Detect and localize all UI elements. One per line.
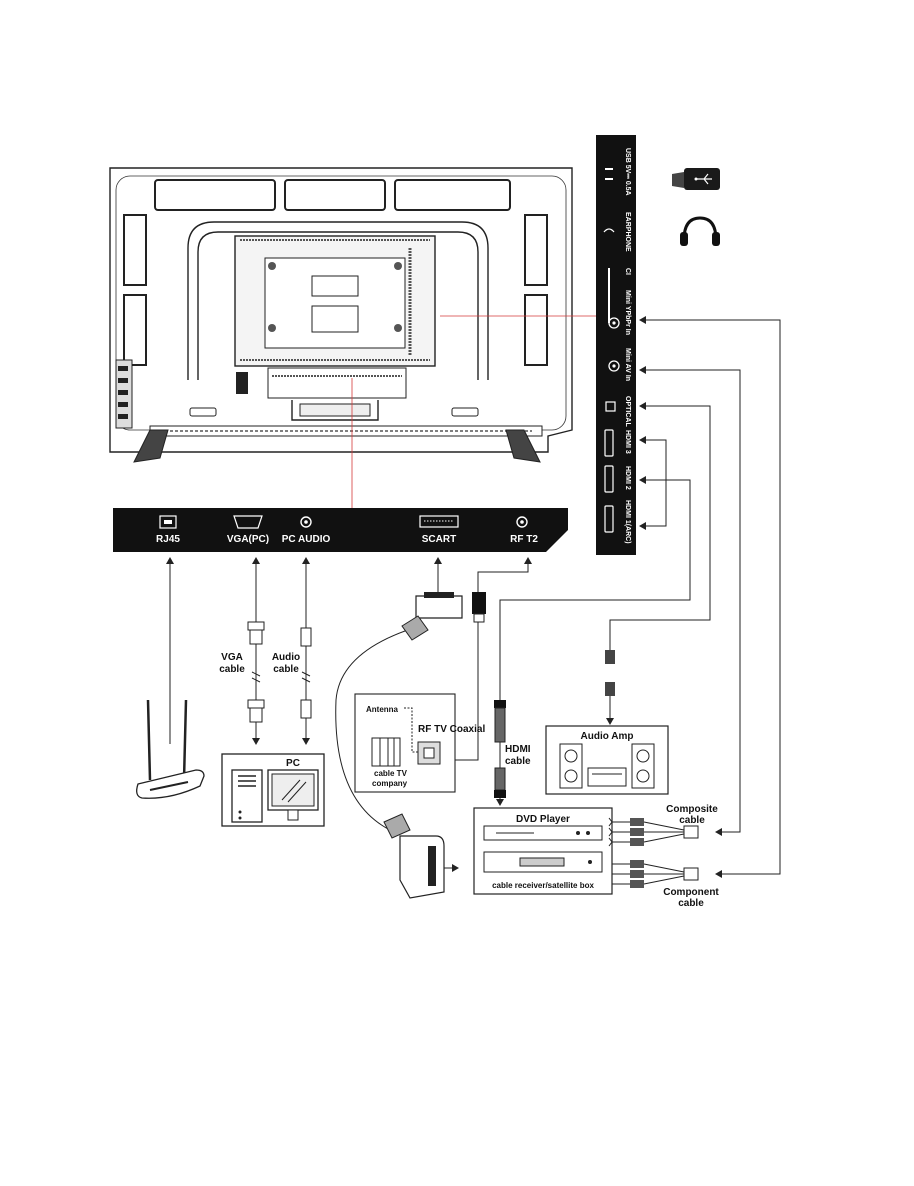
cable-tv-company-label-1: cable TV <box>374 769 408 778</box>
router-icon <box>136 699 205 799</box>
vga-cable-label-2: cable <box>219 664 245 675</box>
audio-amp-label: Audio Amp <box>581 731 634 742</box>
bottom-connector-panel: RJ45 VGA(PC) PC AUDIO SCART RF T2 <box>113 508 568 552</box>
rca-plug-icon-component <box>612 860 699 888</box>
side-label-mini-av: Mini AV In <box>624 348 631 381</box>
dvd-player-icon: DVD Player cable receiver/satellite box <box>473 807 613 895</box>
rf-tv-coaxial-label: RF TV Coaxial <box>418 724 485 735</box>
rca-plug-icon <box>608 817 699 847</box>
optical-plug-icon <box>605 650 615 696</box>
antenna-box: Antenna RF TV Coaxial cable TV company <box>354 693 485 793</box>
port-label-vga: VGA(PC) <box>227 534 269 545</box>
cable-receiver-label: cable receiver/satellite box <box>492 881 594 890</box>
side-label-hdmi2: HDMI 2 <box>624 466 631 490</box>
dvd-player-label: DVD Player <box>516 814 570 825</box>
hdmi-cable-label-1: HDMI <box>505 744 531 755</box>
hdmi-cable-label-2: cable <box>505 756 531 767</box>
component-cable-label-1: Component <box>663 887 719 898</box>
audio-cable-label-1: Audio <box>272 652 300 663</box>
side-label-mini-ypbpr: Mini YPbPr In <box>624 290 631 335</box>
composite-cable-label-1: Composite <box>666 804 718 815</box>
port-label-rf-t2: RF T2 <box>510 534 538 545</box>
vga-port-icon <box>233 515 263 529</box>
scart-port-icon <box>419 515 459 528</box>
pc-icon: PC <box>221 753 325 827</box>
pc-audio-port-icon <box>300 516 312 528</box>
antenna-label: Antenna <box>366 705 399 714</box>
tv-back-view <box>109 167 573 463</box>
cable-tv-company-label-2: company <box>372 779 408 788</box>
audio-cable-label-2: cable <box>273 664 299 675</box>
headphones-icon <box>680 216 720 246</box>
audio-plug-icon <box>300 627 312 719</box>
vga-plug-icon <box>247 621 265 723</box>
earphone-port-icon <box>603 228 615 233</box>
port-label-rj45: RJ45 <box>156 534 180 545</box>
audio-amp-icon: Audio Amp <box>545 725 669 795</box>
side-label-hdmi3: HDMI 3 <box>624 430 631 454</box>
composite-cable-label-2: cable <box>679 815 705 826</box>
side-label-optical: OPTICAL <box>624 396 631 427</box>
side-connector-panel: USB 5V⎓ 0.5A EARPHONE CI Mini YPbPr In M… <box>596 135 636 555</box>
rf-plug-icon <box>472 592 486 623</box>
pc-label: PC <box>286 758 300 769</box>
side-label-usb: USB 5V⎓ 0.5A <box>624 148 631 196</box>
side-label-ci: CI <box>624 268 631 275</box>
port-label-pc-audio: PC AUDIO <box>282 534 331 545</box>
scart-plug-icon-bottom <box>383 813 445 899</box>
port-label-scart: SCART <box>422 534 456 545</box>
component-cable-label-2: cable <box>678 898 704 909</box>
side-label-earphone: EARPHONE <box>624 212 631 252</box>
usb-stick-icon <box>672 168 720 190</box>
rf-port-icon <box>516 516 528 528</box>
rj45-port-icon <box>159 515 177 529</box>
hdmi-plug-icon <box>494 700 506 798</box>
vga-cable-label-1: VGA <box>221 652 243 663</box>
side-label-hdmi1-arc: HDMI 1(ARC) <box>624 500 631 544</box>
connection-wires <box>166 316 781 878</box>
scart-plug-icon <box>401 592 463 641</box>
